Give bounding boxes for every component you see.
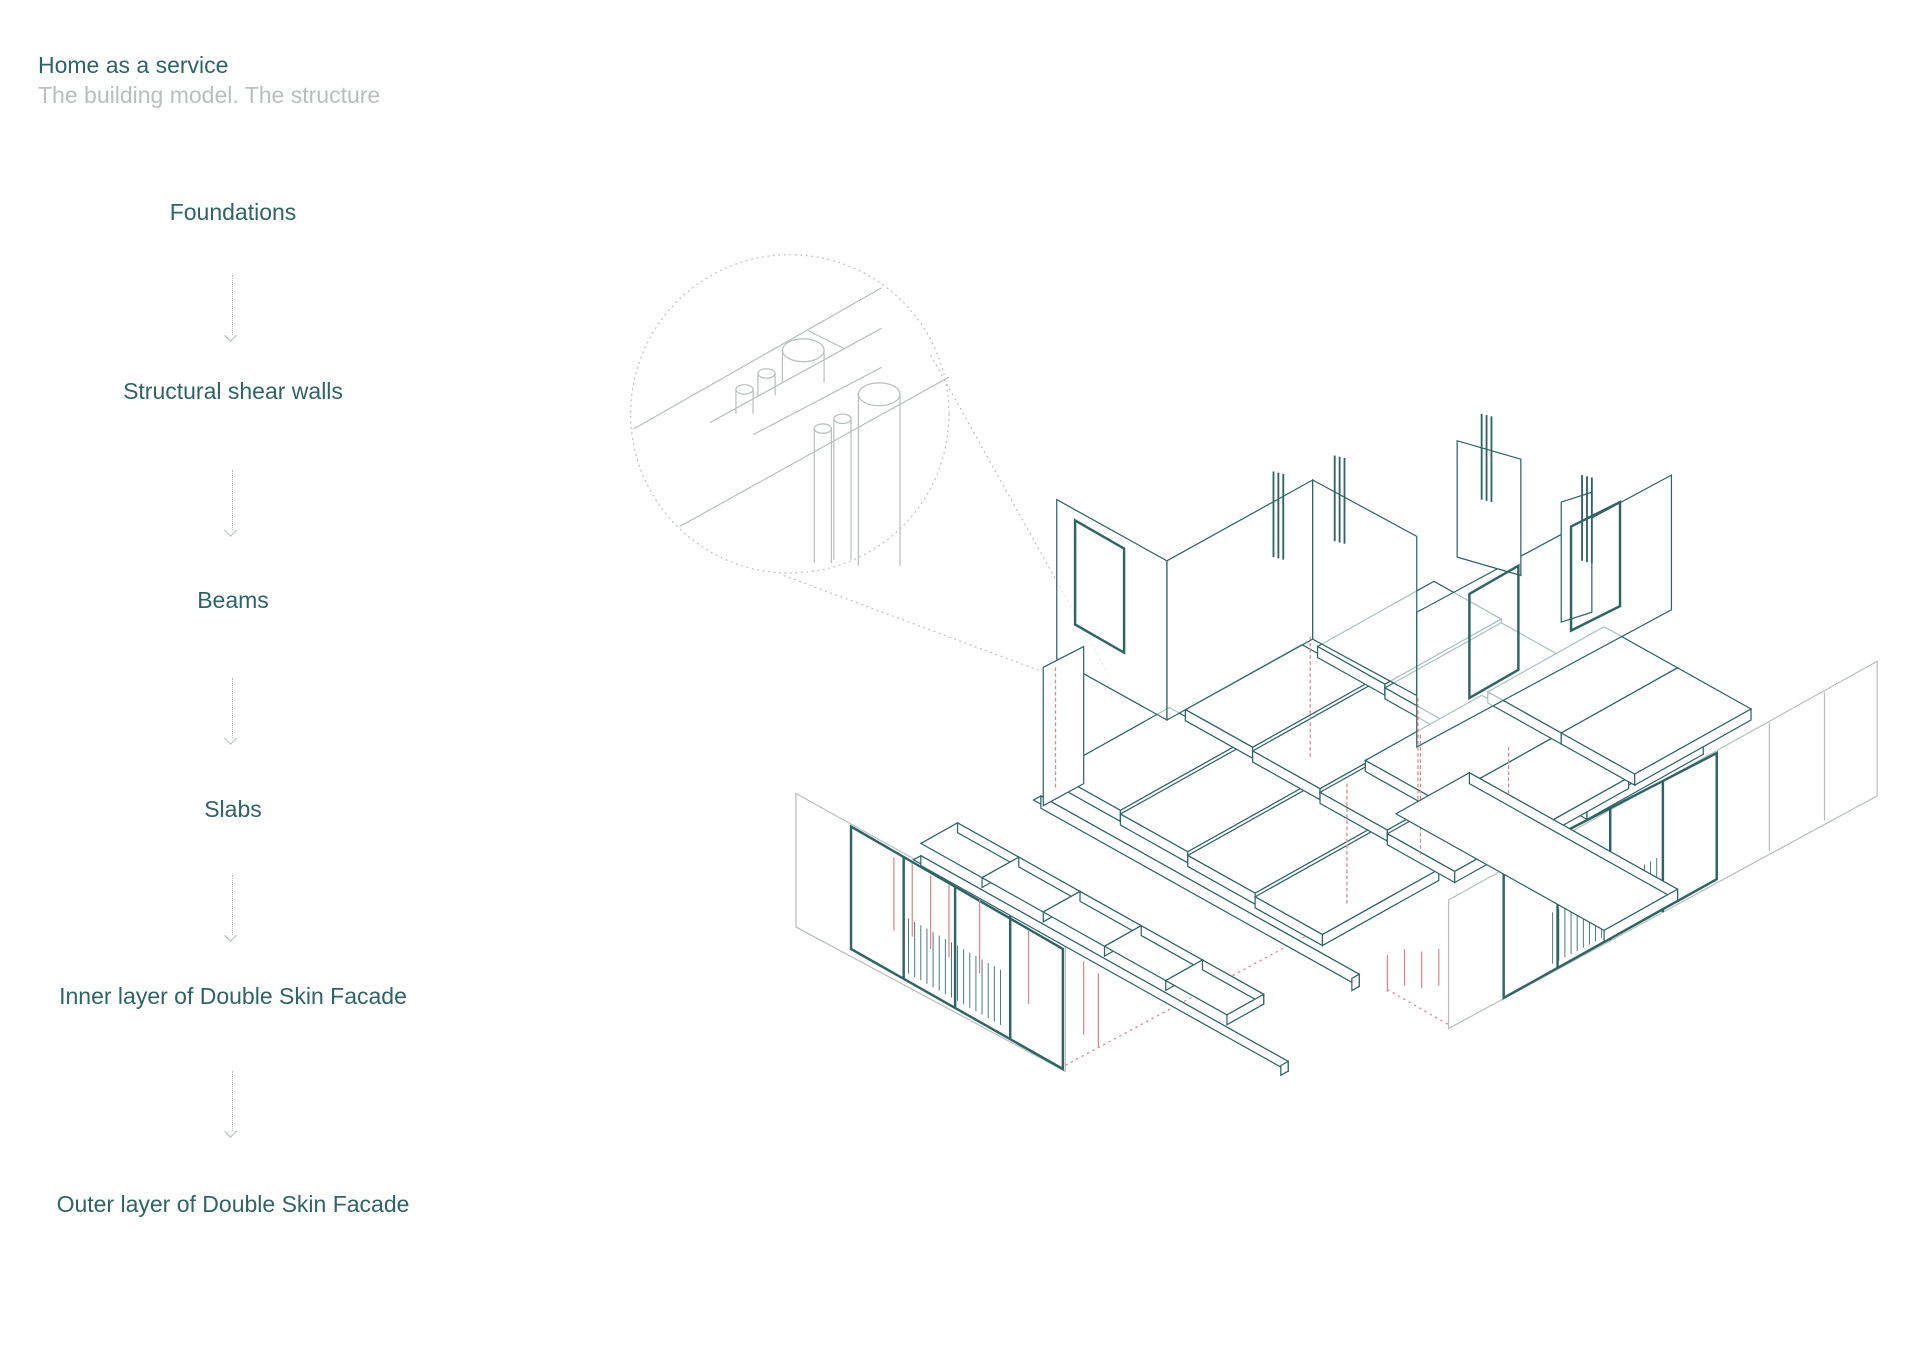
pipe-detail (833, 413, 852, 425)
pipe-detail (781, 338, 825, 363)
floor-slab (1634, 707, 1752, 787)
foundation-beam (1351, 973, 1360, 992)
detail-line (633, 287, 882, 430)
pipe-detail (813, 423, 833, 434)
step-shear-walls: Structural shear walls (123, 378, 343, 404)
door-opening (1569, 500, 1622, 633)
beam (1280, 1060, 1289, 1077)
step-beams: Beams (197, 587, 269, 613)
shear-wall (1042, 645, 1085, 807)
detail-line (709, 327, 882, 423)
door-opening (1073, 518, 1126, 655)
detail-line (807, 330, 846, 350)
beam-slab (1226, 993, 1265, 1026)
pipe-detail (757, 368, 776, 379)
step-slabs: Slabs (204, 796, 262, 822)
detail-line (752, 366, 882, 436)
page-subtitle: The building model. The structure (38, 82, 381, 108)
page-title: Home as a service (38, 52, 229, 78)
callout-line (783, 574, 1042, 672)
floor-slab (1603, 888, 1679, 943)
floor-slab (1321, 868, 1440, 947)
red-guide-line (1387, 988, 1452, 1027)
core-column (1456, 440, 1522, 577)
step-outer-facade: Outer layer of Double Skin Facade (56, 1191, 410, 1217)
detail-magnifier-circle (630, 254, 950, 574)
inner-facade-frame (1502, 751, 1718, 1001)
step-inner-facade: Inner layer of Double Skin Facade (59, 983, 407, 1009)
step-foundations: Foundations (169, 199, 297, 225)
pipe-detail (735, 384, 754, 395)
red-guide-line (1065, 930, 1317, 1066)
pipe-detail (857, 382, 901, 407)
inner-facade-frame (849, 824, 1065, 1072)
door-opening (1468, 563, 1520, 701)
outer-facade-right (1447, 660, 1878, 1030)
